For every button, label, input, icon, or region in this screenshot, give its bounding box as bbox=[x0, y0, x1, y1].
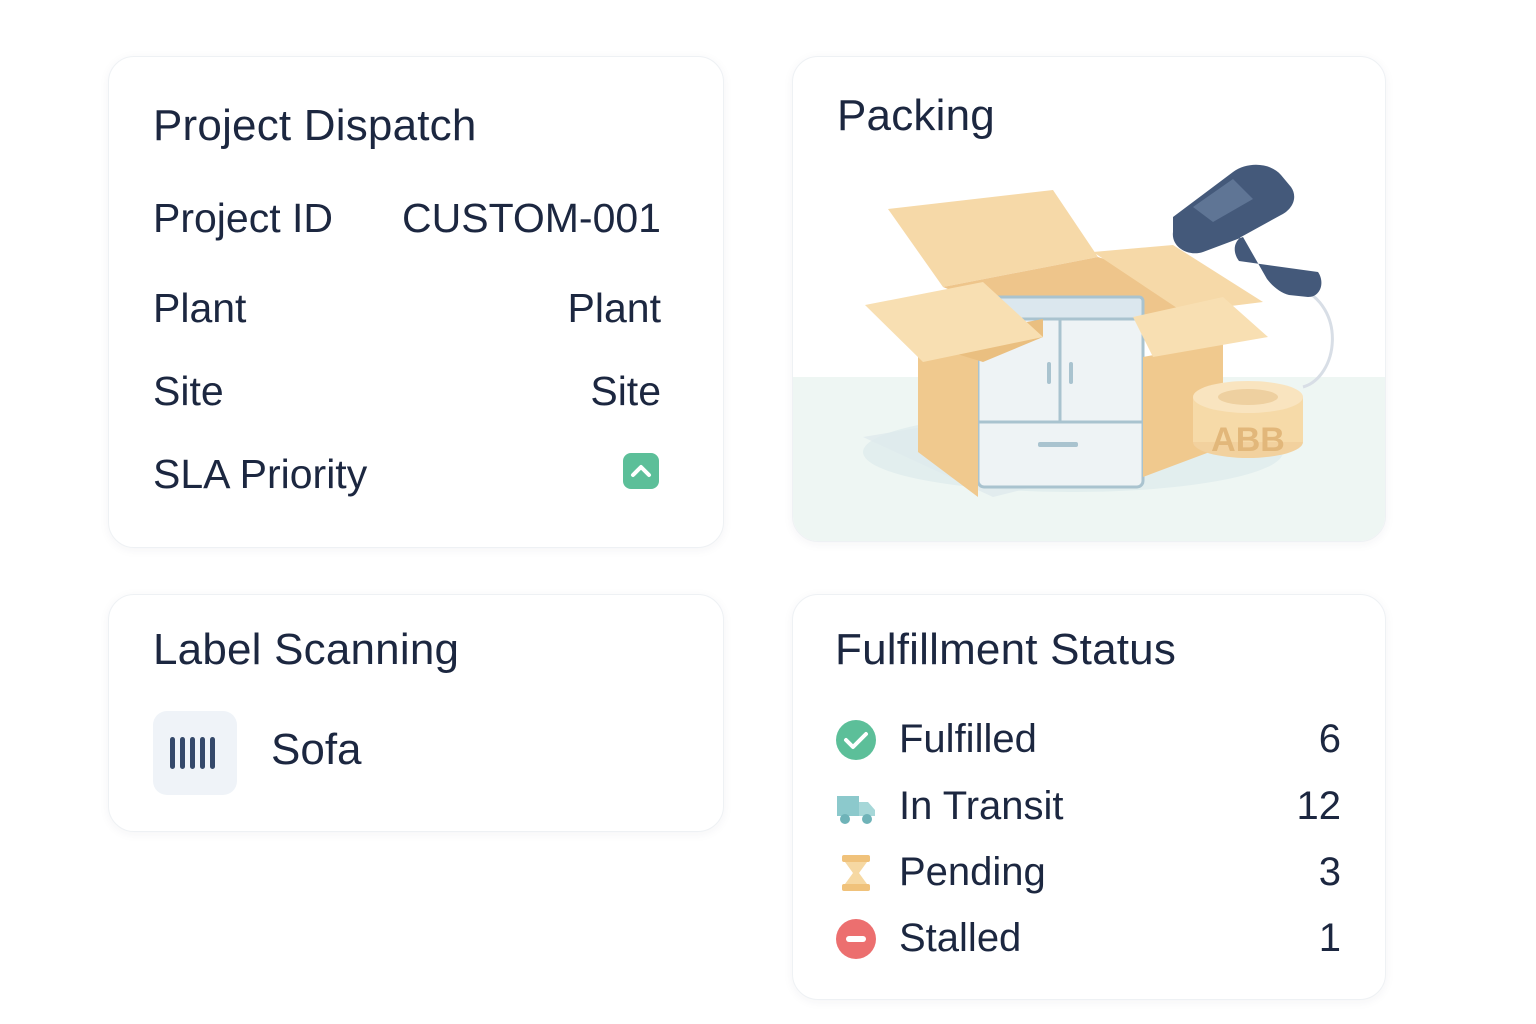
tape-label-text: ABB bbox=[1211, 421, 1285, 459]
status-row-in-transit: In Transit 12 bbox=[835, 784, 1341, 832]
status-row-pending: Pending 3 bbox=[835, 850, 1341, 898]
label-scanning-card: Label Scanning Sofa bbox=[108, 594, 724, 832]
plant-value: Plant bbox=[567, 285, 661, 331]
site-value: Site bbox=[590, 368, 661, 414]
sla-priority-row: SLA Priority bbox=[153, 451, 661, 501]
status-label-stalled: Stalled bbox=[899, 916, 1022, 960]
project-id-value: CUSTOM-001 bbox=[402, 195, 661, 241]
project-dispatch-card: Project Dispatch Project ID CUSTOM-001 P… bbox=[108, 56, 724, 548]
project-dispatch-title: Project Dispatch bbox=[153, 101, 477, 150]
project-id-label: Project ID bbox=[153, 195, 333, 241]
minus-circle-icon bbox=[836, 919, 876, 959]
status-row-fulfilled: Fulfilled 6 bbox=[835, 717, 1341, 765]
status-label-pending: Pending bbox=[899, 850, 1046, 894]
fulfillment-status-card: Fulfillment Status Fulfilled 6 In Transi… bbox=[792, 594, 1386, 1000]
fulfillment-status-title: Fulfillment Status bbox=[835, 625, 1177, 674]
label-scanning-title: Label Scanning bbox=[153, 625, 460, 674]
packing-illustration: ABB bbox=[793, 164, 1385, 541]
status-count-in-transit: 12 bbox=[1296, 784, 1342, 828]
sla-priority-label: SLA Priority bbox=[153, 451, 368, 497]
status-row-stalled: Stalled 1 bbox=[835, 916, 1341, 964]
site-row: Site Site bbox=[153, 368, 661, 418]
hourglass-icon bbox=[842, 855, 870, 891]
plant-label: Plant bbox=[153, 285, 247, 331]
sla-priority-badge bbox=[623, 453, 659, 489]
plant-row: Plant Plant bbox=[153, 285, 661, 335]
scanned-item-name: Sofa bbox=[271, 725, 362, 774]
packing-title: Packing bbox=[837, 91, 995, 140]
status-label-fulfilled: Fulfilled bbox=[899, 717, 1037, 761]
status-count-pending: 3 bbox=[1318, 850, 1341, 894]
truck-icon bbox=[837, 796, 875, 824]
status-count-fulfilled: 6 bbox=[1318, 717, 1341, 761]
site-label: Site bbox=[153, 368, 224, 414]
barcode-scan-button[interactable] bbox=[153, 711, 237, 795]
check-circle-icon bbox=[836, 720, 876, 760]
packing-card: ABB Packing bbox=[792, 56, 1386, 542]
chevron-up-icon bbox=[631, 465, 651, 477]
project-id-row: Project ID CUSTOM-001 bbox=[153, 195, 661, 245]
status-label-in-transit: In Transit bbox=[899, 784, 1064, 828]
status-count-stalled: 1 bbox=[1318, 916, 1341, 960]
barcode-icon bbox=[170, 737, 215, 769]
